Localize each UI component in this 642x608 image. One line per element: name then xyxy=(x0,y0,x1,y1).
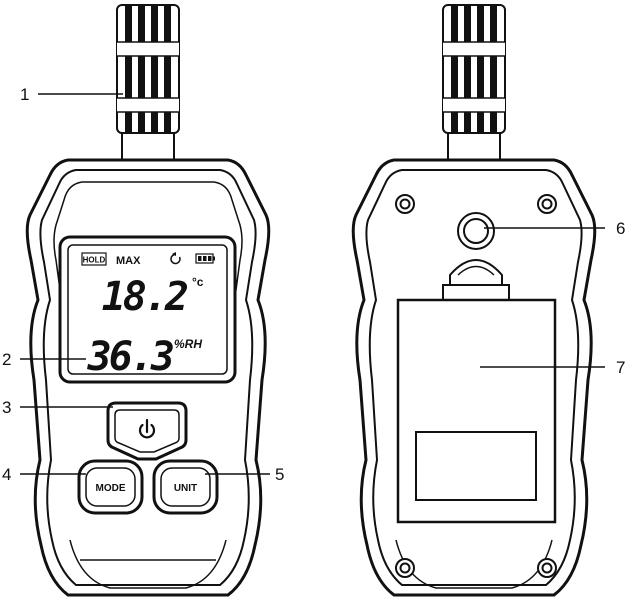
power-icon xyxy=(138,418,156,439)
callout-number: 7 xyxy=(616,358,625,377)
callout-6: 6 xyxy=(484,219,625,238)
screw-icon xyxy=(537,194,557,214)
callout-2: 2 xyxy=(2,350,86,369)
callout-number: 6 xyxy=(616,219,625,238)
callout-number: 2 xyxy=(2,350,11,369)
callout-number: 4 xyxy=(2,465,11,484)
back-screws xyxy=(395,194,557,578)
humidity-unit: %RH xyxy=(174,337,202,351)
callout-number: 1 xyxy=(20,85,29,104)
humidity-reading: 36.3 xyxy=(87,334,173,380)
screw-icon xyxy=(395,194,415,214)
unit-button-label: UNIT xyxy=(174,483,197,494)
battery-cover[interactable] xyxy=(396,298,557,524)
mode-button[interactable]: MODE xyxy=(77,459,144,515)
callout-1: 1 xyxy=(20,85,123,104)
battery-icon xyxy=(195,253,215,264)
temperature-unit: °c xyxy=(192,275,204,289)
callout-5: 5 xyxy=(205,465,284,484)
lcd-screen: HOLD MAX 18.2 °c 36.3 %RH xyxy=(58,235,237,384)
callout-3: 3 xyxy=(2,398,113,417)
callout-number: 3 xyxy=(2,398,11,417)
front-sensor-probe xyxy=(116,4,180,166)
screw-icon xyxy=(537,558,557,578)
mode-button-label: MODE xyxy=(96,483,126,494)
callout-7: 7 xyxy=(480,358,625,377)
battery-cover-latch xyxy=(442,259,510,301)
max-indicator: MAX xyxy=(116,255,141,267)
back-sensor-probe xyxy=(442,4,506,166)
power-button[interactable] xyxy=(106,401,188,461)
callouts: 1 2 3 4 5 6 7 xyxy=(2,85,625,484)
back-view xyxy=(351,4,597,597)
hold-indicator-box xyxy=(81,252,107,266)
callout-number: 5 xyxy=(275,465,284,484)
temperature-reading: 18.2 xyxy=(102,274,188,320)
auto-power-off-icon xyxy=(170,252,181,265)
front-view: HOLD MAX 18.2 °c 36.3 %RH xyxy=(25,4,271,597)
screw-icon xyxy=(395,558,415,578)
hold-indicator: HOLD xyxy=(83,256,106,265)
unit-button[interactable]: UNIT xyxy=(152,459,219,515)
tripod-mount-icon xyxy=(457,212,495,250)
callout-4: 4 xyxy=(2,465,86,484)
